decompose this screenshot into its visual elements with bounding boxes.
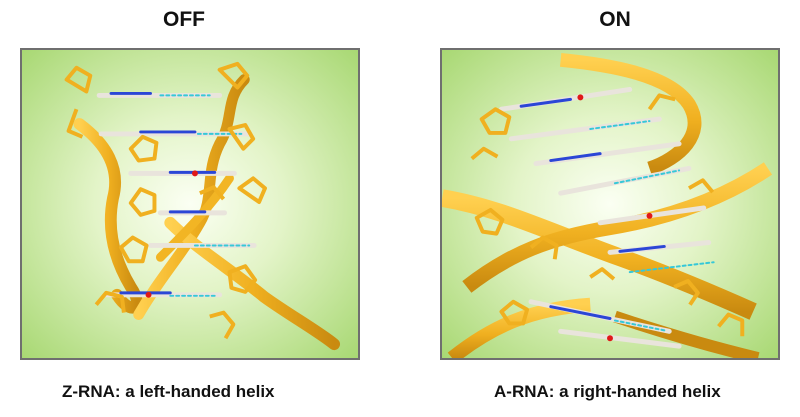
z-rna-structure-image	[64, 61, 341, 351]
a-rna-caption: A-RNA: a right-handed helix	[494, 382, 721, 401]
z-rna-panel	[20, 48, 360, 360]
a-rna-structure-image	[442, 52, 773, 358]
off-heading: OFF	[163, 8, 205, 31]
on-heading: ON	[599, 8, 631, 31]
z-rna-caption: Z-RNA: a left-handed helix	[62, 382, 275, 401]
a-rna-panel	[440, 48, 780, 360]
